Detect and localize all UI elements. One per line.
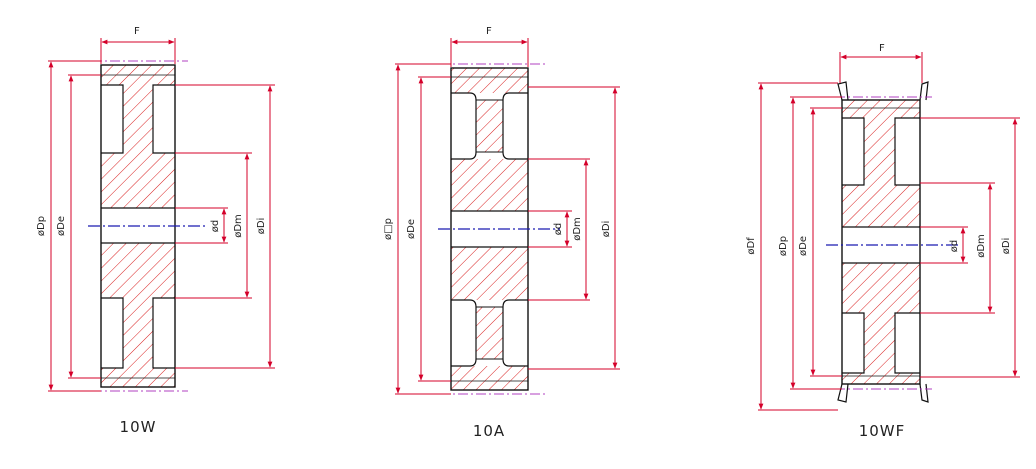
label-dp-10a: ø□p <box>383 218 394 240</box>
caption-10wf: 10WF <box>859 422 906 440</box>
view-10wf: F øDf øDp øDe ød øDm øDi 10WF <box>746 43 1020 440</box>
flanges-10wf <box>837 81 929 403</box>
label-dm-10w: øDm <box>233 214 244 238</box>
label-dp-10w: øDp <box>36 216 47 236</box>
label-d-10w: ød <box>210 220 221 232</box>
width-label-10a: F <box>486 26 492 37</box>
label-de-10w: øDe <box>56 216 67 236</box>
label-df-10wf: øDf <box>746 237 757 255</box>
label-dm-10wf: øDm <box>976 234 987 258</box>
label-de-10wf: øDe <box>798 236 809 256</box>
dim-width-10a: F <box>450 26 529 67</box>
pulley-section-10wf <box>841 99 921 385</box>
label-di-10w: øDi <box>256 218 267 235</box>
view-10a: F ø□p øDe ød øDm øDi 10A <box>383 26 620 440</box>
caption-10a: 10A <box>473 422 505 440</box>
label-dp-10wf: øDp <box>778 236 789 256</box>
label-d-10wf: ød <box>949 240 960 252</box>
extension-lines-10wf <box>758 82 1020 411</box>
width-label-10wf: F <box>879 43 885 54</box>
label-de-10a: øDe <box>406 219 417 239</box>
extension-lines-10w <box>48 60 275 392</box>
extension-lines-10a <box>395 63 620 395</box>
width-label-10w: F <box>134 26 140 37</box>
label-di-10wf: øDi <box>1001 238 1012 255</box>
caption-10w: 10W <box>120 418 157 436</box>
dim-width-10w: F <box>100 26 176 64</box>
view-10w: F øDp øDe ød øDm øDi 10W <box>36 26 275 436</box>
label-dm-10a: øDm <box>572 217 583 241</box>
dim-width-10wf: F <box>839 43 923 83</box>
label-d-10a: ød <box>553 223 564 235</box>
label-di-10a: øDi <box>601 221 612 238</box>
